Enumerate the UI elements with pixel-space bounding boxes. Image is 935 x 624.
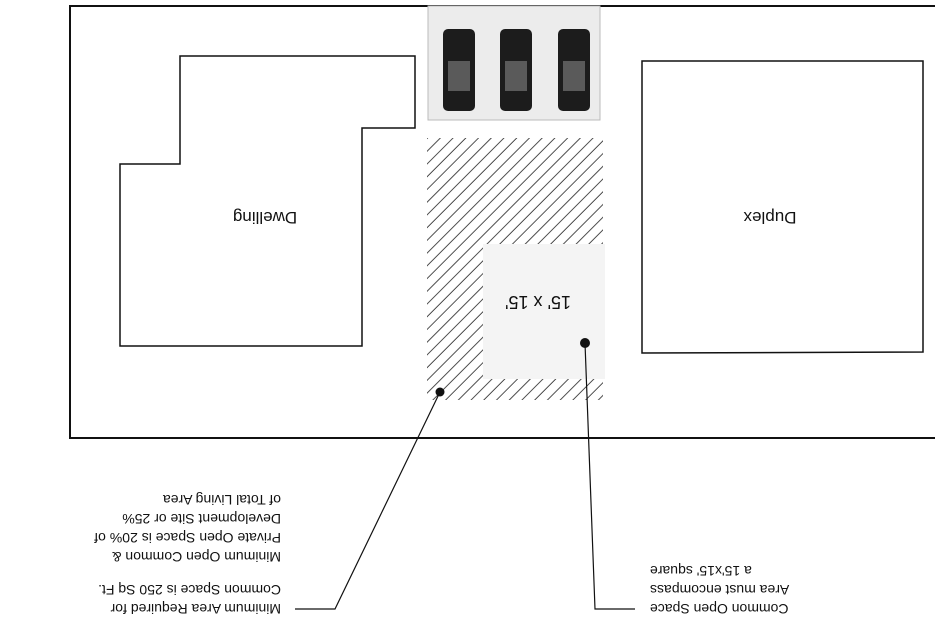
parked-car [500, 29, 532, 111]
common-open-space-callout: Common Open Space Area must encompass a … [650, 563, 789, 617]
callout-line: Area must encompass [650, 582, 789, 598]
callout-line: Minimum Area Required for [110, 601, 281, 617]
open-space-callout-leader [584, 342, 635, 610]
callout-line: Common Open Space [650, 601, 789, 617]
callout-line: Common Space is 250 Sq Ft. [98, 582, 281, 598]
open-space-dimension-label: 15' x 15' [505, 292, 571, 312]
dwelling-building [119, 55, 416, 347]
dwelling-label: Dwelling [233, 208, 297, 227]
parked-car [558, 29, 590, 111]
callout-line: a 15'x15' square [650, 563, 752, 579]
callout-line: Private Open Space is 20% of [94, 530, 281, 546]
minimum-area-callout: Minimum Area Required for Common Space i… [94, 492, 281, 617]
duplex-label: Duplex [743, 208, 796, 227]
callout-line: of Total Living Area [163, 492, 281, 508]
fifteen-foot-square [483, 244, 605, 379]
duplex-building [641, 60, 924, 354]
parked-car [443, 29, 475, 111]
minimum-area-callout-leader [295, 391, 441, 610]
callout-line: Development Site or 25% [122, 511, 281, 527]
callout-line: Minimum Open Common & [112, 549, 281, 565]
